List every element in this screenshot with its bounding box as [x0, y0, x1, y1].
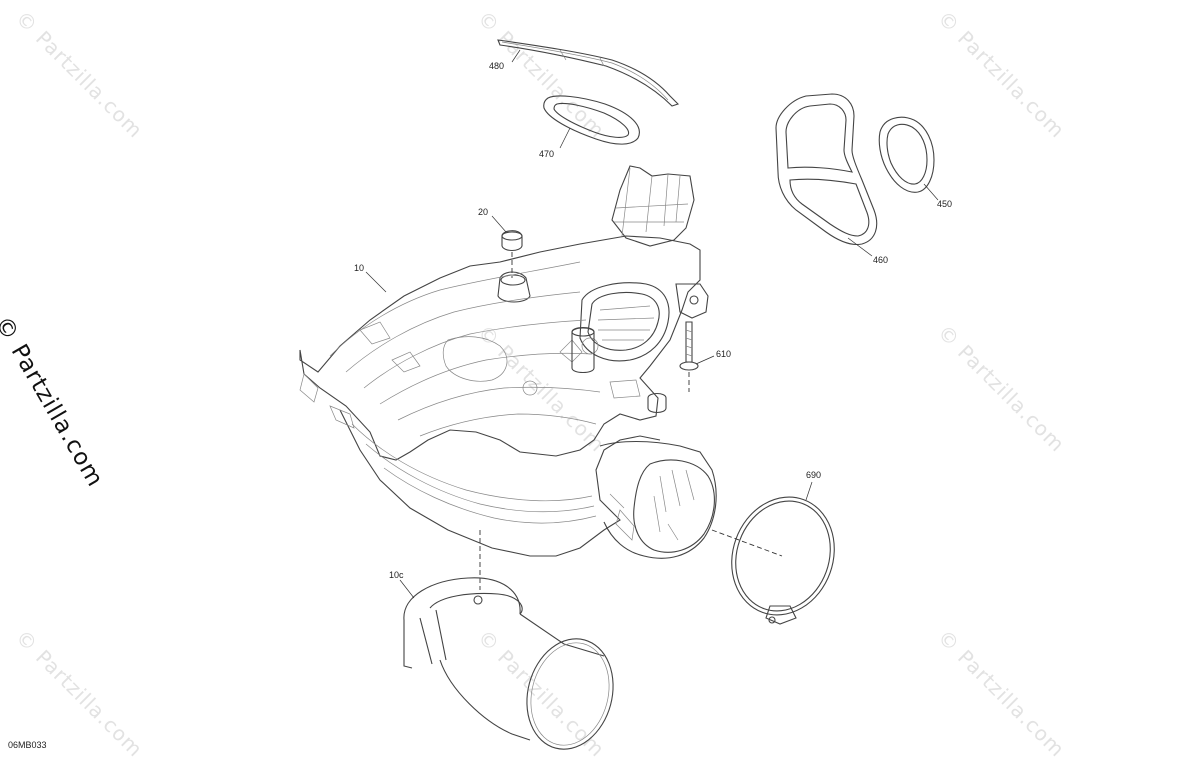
- diagram-code: 06MB033: [8, 740, 47, 750]
- gasket-450: [878, 116, 935, 193]
- callout-10c: 10c: [389, 570, 404, 580]
- grille-460: [775, 93, 878, 246]
- screw-610: [679, 321, 699, 392]
- callout-480: 480: [489, 61, 505, 71]
- callout-10: 10: [354, 263, 365, 273]
- callout-20: 20: [478, 207, 489, 217]
- clamp-690: [711, 496, 835, 625]
- callout-460: 460: [873, 255, 889, 265]
- gasket-470: [543, 95, 640, 145]
- callout-450: 450: [937, 199, 953, 209]
- callout-690: 690: [806, 470, 822, 480]
- callout-470: 470: [539, 149, 555, 159]
- callout-610: 610: [716, 349, 732, 359]
- plug-20: [501, 230, 523, 278]
- sleeve-10c: [403, 577, 614, 750]
- airbox-10: [299, 165, 717, 590]
- strap-480: [497, 39, 680, 107]
